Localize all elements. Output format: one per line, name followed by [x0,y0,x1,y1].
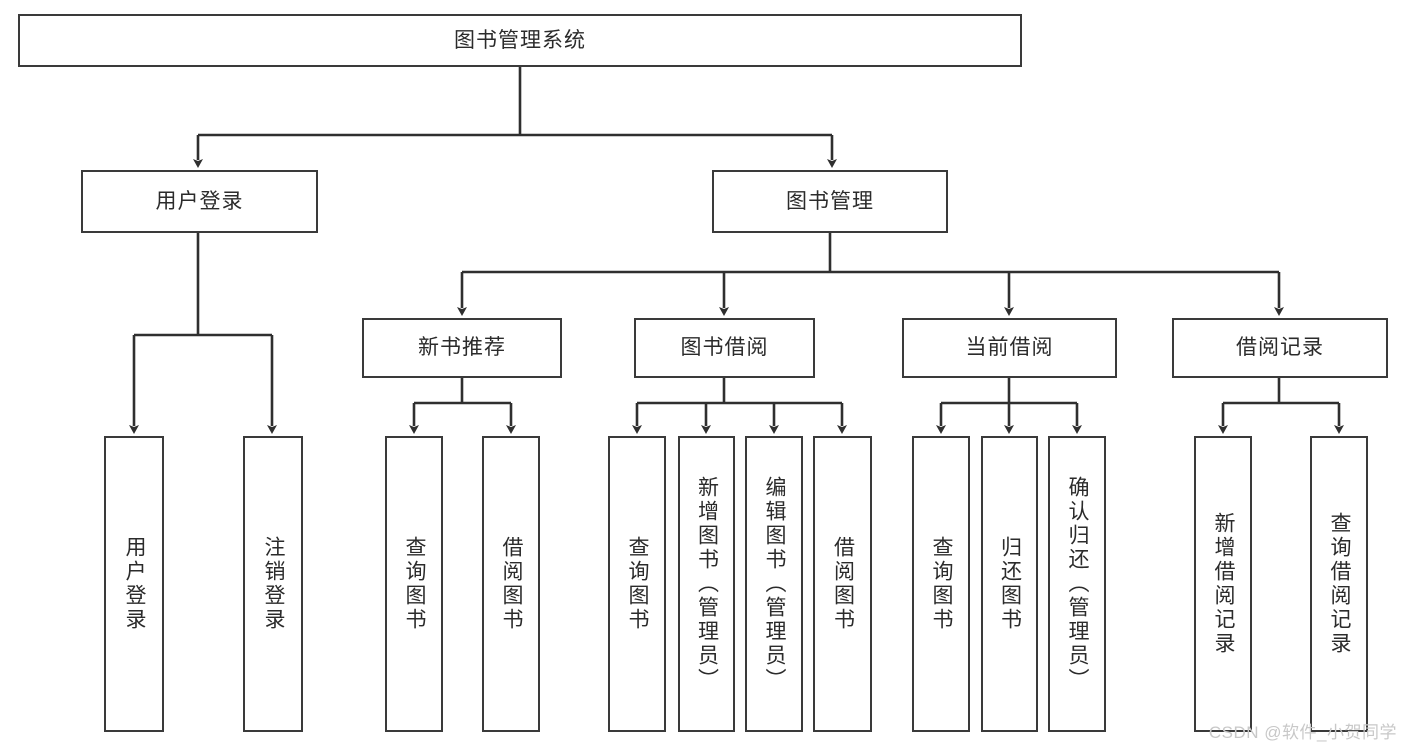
leaf-query-book-newbook[interactable]: 查询图书 [385,436,443,732]
leaf-add-borrow-record[interactable]: 新增借阅记录 [1194,436,1252,732]
node-current-borrow[interactable]: 当前借阅 [902,318,1117,378]
node-label: 图书借阅 [680,336,769,360]
node-label: 注销登录 [262,536,286,632]
node-label: 编辑图书（管理员） [763,476,787,692]
node-label: 图书管理系统 [454,28,586,52]
leaf-borrow-book[interactable]: 借阅图书 [813,436,872,732]
leaf-return-book[interactable]: 归还图书 [981,436,1038,732]
node-label: 查询图书 [930,536,954,632]
node-label: 用户登录 [123,536,147,632]
node-book-management[interactable]: 图书管理 [712,170,948,233]
leaf-user-login[interactable]: 用户登录 [104,436,164,732]
leaf-confirm-return-admin[interactable]: 确认归还（管理员） [1048,436,1106,732]
node-label: 查询借阅记录 [1328,512,1352,656]
node-borrow-record[interactable]: 借阅记录 [1172,318,1388,378]
leaf-query-borrow-record[interactable]: 查询借阅记录 [1310,436,1368,732]
watermark-text: CSDN @软件_小贺同学 [1208,723,1397,742]
node-label: 查询图书 [626,536,650,632]
node-label: 确认归还（管理员） [1066,476,1090,692]
node-label: 借阅图书 [831,536,855,632]
leaf-logout-login[interactable]: 注销登录 [243,436,303,732]
node-label: 用户登录 [155,189,244,213]
node-label: 新增图书（管理员） [695,476,719,692]
leaf-add-book-admin[interactable]: 新增图书（管理员） [678,436,735,732]
node-label: 归还图书 [998,536,1022,632]
node-label: 当前借阅 [965,336,1054,360]
node-root-system[interactable]: 图书管理系统 [18,14,1022,67]
node-label: 新书推荐 [418,336,506,360]
node-label: 借阅图书 [500,536,524,632]
node-new-book-recommend[interactable]: 新书推荐 [362,318,562,378]
node-label: 新增借阅记录 [1212,512,1236,656]
leaf-borrow-book-newbook[interactable]: 借阅图书 [482,436,540,732]
node-book-borrow[interactable]: 图书借阅 [634,318,815,378]
node-label: 图书管理 [786,189,874,213]
leaf-query-book-borrow[interactable]: 查询图书 [608,436,666,732]
leaf-query-book-current[interactable]: 查询图书 [912,436,970,732]
node-user-login[interactable]: 用户登录 [81,170,318,233]
node-label: 借阅记录 [1236,336,1324,360]
leaf-edit-book-admin[interactable]: 编辑图书（管理员） [745,436,803,732]
node-label: 查询图书 [403,536,427,632]
